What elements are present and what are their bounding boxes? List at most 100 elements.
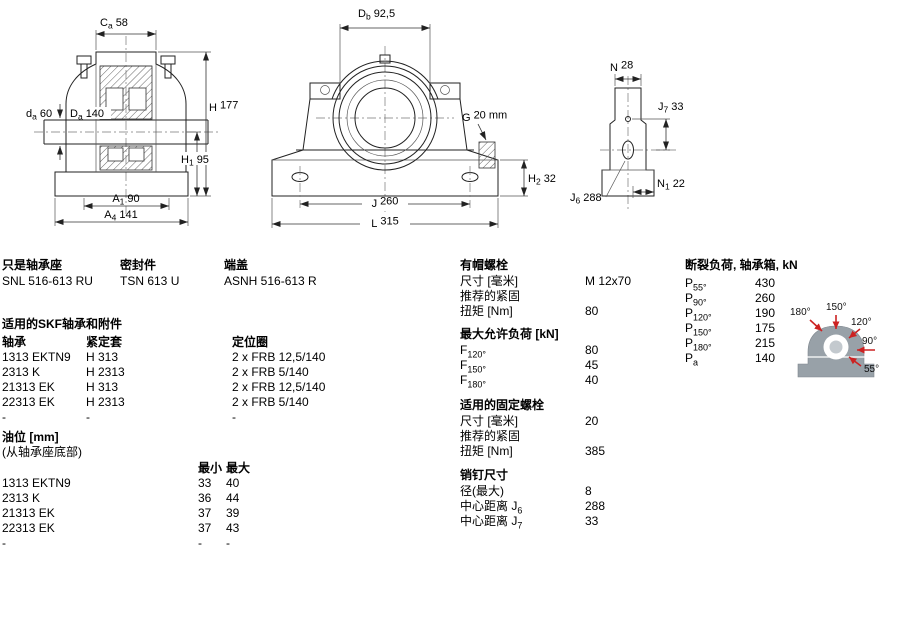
row-value: 140 [755, 351, 776, 365]
table-cell: - [86, 410, 90, 424]
table-cell: 2 x FRB 12,5/140 [232, 350, 326, 364]
housing-only-value: SNL 516-613 RU [2, 274, 93, 288]
row-label: F150° [460, 358, 486, 375]
row-label: P180° [685, 336, 712, 353]
table-cell: H 2313 [86, 365, 125, 379]
table-cell: 2313 K [2, 365, 41, 379]
table-cell: 33 [198, 476, 212, 490]
row-label: 径(最大) [460, 484, 504, 498]
col-ring: 定位圈 [232, 335, 269, 349]
housing-only-label: 只是轴承座 [2, 258, 63, 272]
row-label: 中心距离 J7 [460, 514, 523, 531]
seal-value: TSN 613 U [120, 274, 180, 288]
table-cell: 21313 EK [2, 380, 55, 394]
table-cell: - [2, 536, 6, 550]
row-value: 385 [585, 444, 606, 458]
end-cover-value: ASNH 516-613 R [224, 274, 317, 288]
attachment-bolts-title: 适用的固定螺栓 [460, 398, 545, 412]
col-min: 最小 [198, 461, 223, 475]
row-value: 8 [585, 484, 592, 498]
table-cell: 2 x FRB 12,5/140 [232, 380, 326, 394]
row-label: 推荐的紧固 [460, 289, 521, 303]
row-label: 尺寸 [毫米] [460, 274, 519, 288]
row-value: 40 [585, 373, 599, 387]
row-label: 推荐的紧固 [460, 429, 521, 443]
seal-label: 密封件 [120, 258, 157, 272]
row-label: F120° [460, 343, 486, 360]
row-label: P55° [685, 276, 707, 293]
row-label: 扭矩 [Nm] [460, 304, 513, 318]
col-sleeve: 紧定套 [86, 335, 123, 349]
row-value: 45 [585, 358, 599, 372]
row-value: 20 [585, 414, 599, 428]
angle-55-label: 55° [864, 364, 879, 375]
col-bearing: 轴承 [2, 335, 27, 349]
max-load-title: 最大允许负荷 [kN] [460, 327, 559, 341]
bearings-title: 适用的SKF轴承和附件 [2, 317, 123, 331]
table-cell: H 313 [86, 350, 119, 364]
oil-subtitle: (从轴承座底部) [2, 445, 82, 459]
row-label: 中心距离 J6 [460, 499, 523, 516]
table-cell: H 2313 [86, 395, 125, 409]
end-cover-label: 端盖 [224, 258, 249, 272]
angle-150-label: 150° [826, 302, 847, 313]
row-value: 430 [755, 276, 776, 290]
table-cell: - [226, 536, 230, 550]
angle-90-label: 90° [862, 336, 877, 347]
row-value: 190 [755, 306, 776, 320]
table-cell: 39 [226, 506, 240, 520]
row-value: 33 [585, 514, 599, 528]
col-max: 最大 [226, 461, 251, 475]
row-value: 288 [585, 499, 606, 513]
table-cell: 2313 K [2, 491, 41, 505]
table-cell: 43 [226, 521, 240, 535]
row-value: 80 [585, 343, 599, 357]
table-cell: - [232, 410, 236, 424]
row-label: P90° [685, 291, 707, 308]
row-label: 尺寸 [毫米] [460, 414, 519, 428]
row-label: P150° [685, 321, 712, 338]
angle-120-label: 120° [851, 317, 872, 328]
row-value: 80 [585, 304, 599, 318]
pin-dimensions-title: 销钉尺寸 [460, 468, 509, 482]
row-value: 175 [755, 321, 776, 335]
row-label: 扭矩 [Nm] [460, 444, 513, 458]
angle-180-label: 180° [790, 307, 811, 318]
table-cell: 37 [198, 506, 212, 520]
table-cell: 37 [198, 521, 212, 535]
table-cell: 2 x FRB 5/140 [232, 395, 309, 409]
breaking-loads-title: 断裂负荷, 轴承箱, kN [685, 258, 798, 272]
table-cell: 40 [226, 476, 240, 490]
row-value: 260 [755, 291, 776, 305]
table-cell: 2 x FRB 5/140 [232, 365, 309, 379]
table-cell: 1313 EKTN9 [2, 350, 71, 364]
cap-bolts-title: 有帽螺栓 [460, 258, 509, 272]
table-cell: 22313 EK [2, 521, 55, 535]
table-cell: - [198, 536, 202, 550]
table-cell: 1313 EKTN9 [2, 476, 71, 490]
table-cell: - [2, 410, 6, 424]
row-label: P120° [685, 306, 712, 323]
row-label: F180° [460, 373, 486, 390]
table-cell: 22313 EK [2, 395, 55, 409]
